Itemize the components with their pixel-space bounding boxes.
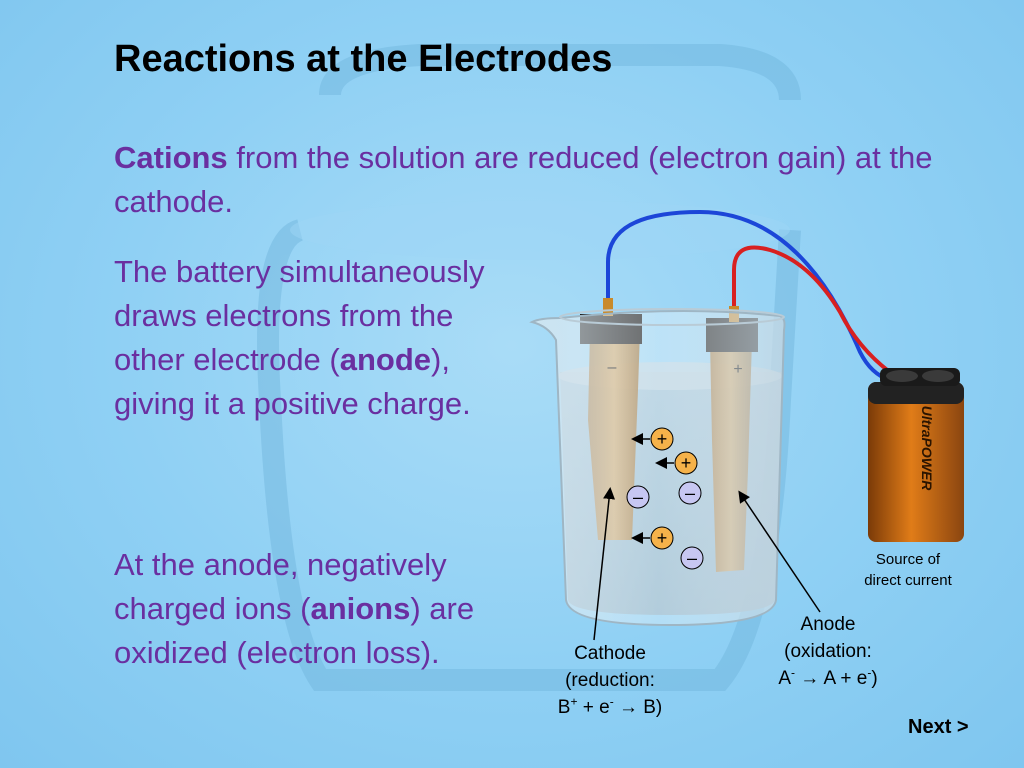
anode-label: Anode (oxidation: A- → A + e-) <box>738 611 918 692</box>
anions-text-before: At the anode, negatively charged ions ( <box>114 547 447 626</box>
source-label: Source of direct current <box>864 551 952 589</box>
next-button[interactable]: Next > <box>908 716 969 738</box>
slide-title: Reactions at the Electrodes <box>114 38 613 80</box>
anion-symbol: – <box>633 487 643 507</box>
anion-symbol: – <box>685 483 695 503</box>
battery-text-before: The battery simultaneously draws electro… <box>114 254 485 377</box>
anion-ion <box>678 481 702 505</box>
cations-text: from the solution are reduced (electron … <box>114 140 933 219</box>
cation-ion <box>674 451 698 475</box>
cathode-pointer <box>593 487 616 641</box>
anion-ion <box>680 546 704 570</box>
anions-text-after: ) are oxidized (electron loss). <box>114 591 475 670</box>
cation-ion <box>650 427 674 451</box>
anode-term: anode <box>339 342 432 377</box>
anode-equation: A- → A + e-) <box>778 665 878 689</box>
cations-term: Cations <box>114 140 228 175</box>
battery: UltraPOWER <box>868 368 964 542</box>
anode-pointer <box>738 490 821 613</box>
anode-label-title: Anode <box>800 614 856 635</box>
beaker-glass <box>529 309 786 627</box>
battery-paragraph: The battery simultaneously draws electro… <box>114 250 494 426</box>
cation-symbol: + <box>681 453 692 473</box>
cation-ion <box>650 526 674 550</box>
battery-text-after: ), giving it a positive charge. <box>114 342 471 421</box>
negative-wire <box>606 209 901 384</box>
cations-paragraph: Cations from the solution are reduced (e… <box>114 136 934 224</box>
battery-brand-text: UltraPOWER <box>919 406 935 492</box>
cathode-label: Cathode (reduction: B+ + e- → B) <box>520 640 700 721</box>
cation-symbol: + <box>657 528 668 548</box>
anion-ion <box>626 485 650 509</box>
cathode-equation: B+ + e- → B) <box>557 694 663 718</box>
positive-wire <box>732 245 900 380</box>
anion-symbol: – <box>687 548 697 568</box>
cation-symbol: + <box>657 429 668 449</box>
anode-label-process: (oxidation: <box>784 641 872 662</box>
cathode-label-process: (reduction: <box>565 670 655 691</box>
cathode-label-title: Cathode <box>574 643 646 664</box>
anions-term: anions <box>310 591 411 626</box>
anions-paragraph: At the anode, negatively charged ions (a… <box>114 543 534 675</box>
